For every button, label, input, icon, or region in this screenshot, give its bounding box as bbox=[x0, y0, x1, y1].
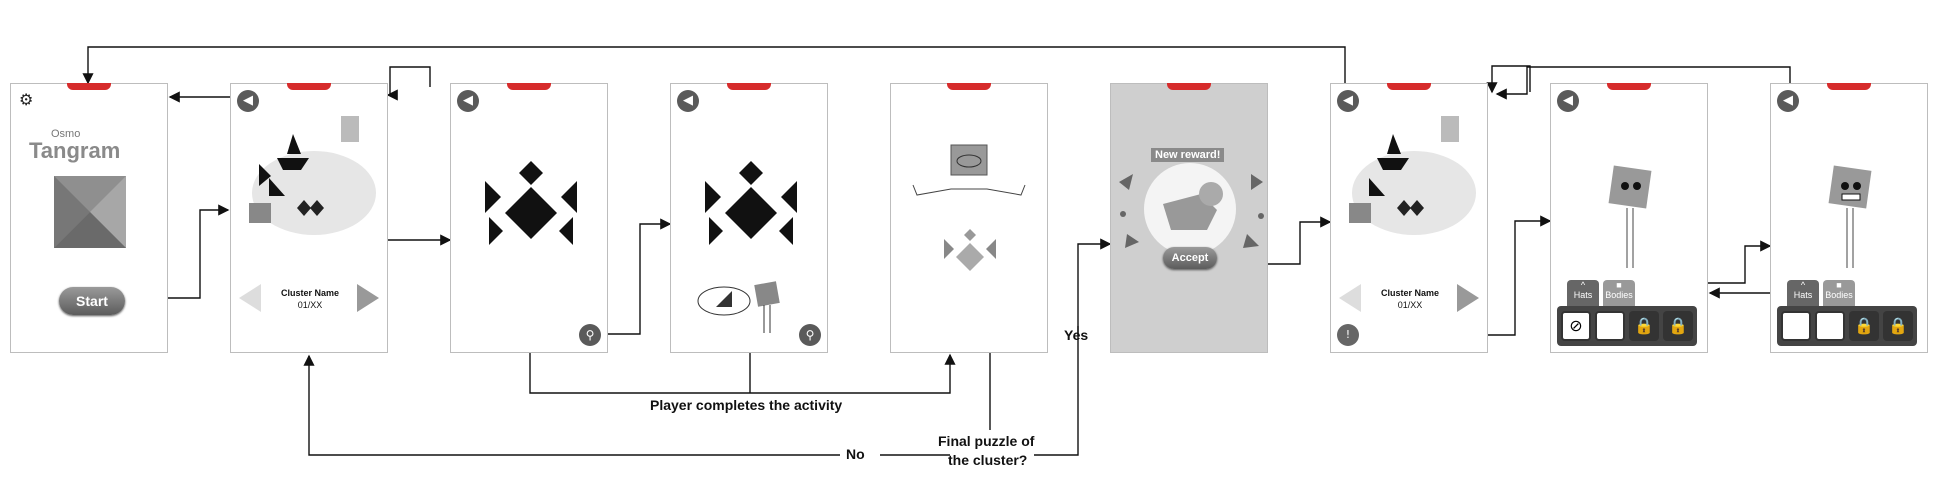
back-arrow-icon[interactable]: ◀ bbox=[1557, 90, 1579, 112]
crab-silhouette bbox=[705, 161, 797, 245]
tab-bodies[interactable]: ■Bodies bbox=[1823, 280, 1855, 306]
arrow-yes bbox=[1034, 238, 1112, 456]
tab-bodies-label: Bodies bbox=[1605, 290, 1633, 300]
tangram-logo bbox=[54, 176, 126, 248]
arrow-magnifier bbox=[590, 218, 672, 335]
cluster-name: Cluster Name bbox=[1380, 288, 1440, 298]
screen-cluster: ◀ Cluster Name 01/XX bbox=[230, 83, 388, 353]
start-button[interactable]: Start bbox=[59, 287, 125, 315]
red-tab bbox=[1167, 83, 1211, 90]
reward-notification-icon[interactable]: ! bbox=[1337, 324, 1359, 346]
screen-customize-hats: ◀ ^Hats ■Bodies ⊘ 🔒 🔒 bbox=[1550, 83, 1708, 353]
tab-hats-label: Hats bbox=[1793, 290, 1813, 300]
next-arrow-icon[interactable] bbox=[1457, 284, 1479, 312]
accept-button[interactable]: Accept bbox=[1163, 247, 1217, 269]
screen-cluster-reward: ◀ Cluster Name 01/XX ! bbox=[1330, 83, 1488, 353]
arrow-completes bbox=[529, 353, 956, 394]
label-final-puzzle: Final puzzle of bbox=[938, 433, 1035, 449]
red-tab bbox=[1607, 83, 1651, 90]
crab-silhouette bbox=[485, 161, 577, 245]
hat-icon: ^ bbox=[1580, 280, 1586, 290]
lock-icon[interactable]: 🔒 bbox=[1883, 311, 1913, 341]
item-slot-empty[interactable] bbox=[1815, 311, 1845, 341]
back-arrow-icon[interactable]: ◀ bbox=[237, 90, 259, 112]
screen-customize-bodies: ◀ ^Hats ■Bodies 🔒 🔒 bbox=[1770, 83, 1928, 353]
screen-reward: New reward! Accept bbox=[1110, 83, 1268, 353]
crab-completed bbox=[944, 229, 996, 271]
new-reward-label: New reward! bbox=[1151, 148, 1225, 162]
gear-icon[interactable]: ⚙ bbox=[19, 90, 34, 109]
cluster-name: Cluster Name bbox=[280, 288, 340, 298]
red-tab bbox=[727, 83, 771, 90]
red-tab bbox=[1827, 83, 1871, 90]
tab-hats[interactable]: ^Hats bbox=[1787, 280, 1819, 306]
character-box bbox=[912, 144, 1026, 196]
arrow-no bbox=[303, 354, 840, 456]
arrow-screen8-back bbox=[1486, 65, 1531, 94]
back-arrow-icon[interactable]: ◀ bbox=[1777, 90, 1799, 112]
label-no: No bbox=[846, 446, 865, 462]
arrow-screen3-back bbox=[386, 66, 431, 101]
cluster-scene bbox=[1349, 116, 1476, 235]
back-arrow-icon[interactable]: ◀ bbox=[457, 90, 479, 112]
lock-icon[interactable]: 🔒 bbox=[1629, 311, 1659, 341]
cluster-scene bbox=[249, 116, 376, 235]
item-slot-empty[interactable] bbox=[1781, 311, 1811, 341]
red-tab bbox=[507, 83, 551, 90]
magnifier-icon[interactable]: ⚲ bbox=[799, 324, 821, 346]
red-tab bbox=[287, 83, 331, 90]
screen-puzzle: ◀ ⚲ bbox=[450, 83, 608, 353]
cluster-count: 01/XX bbox=[297, 300, 323, 310]
screen-completed bbox=[890, 83, 1048, 353]
forbidden-icon[interactable]: ⊘ bbox=[1561, 311, 1591, 341]
body-icon: ■ bbox=[1616, 280, 1622, 290]
back-arrow-icon[interactable]: ◀ bbox=[1337, 90, 1359, 112]
tab-bodies-label: Bodies bbox=[1825, 290, 1853, 300]
label-player-completes: Player completes the activity bbox=[650, 397, 843, 413]
screen-puzzle-hint: ◀ ⚲ bbox=[670, 83, 828, 353]
brand-title: Tangram bbox=[29, 138, 121, 163]
tab-hats-label: Hats bbox=[1573, 290, 1593, 300]
prev-arrow-icon[interactable] bbox=[1339, 284, 1361, 312]
label-final-puzzle-2: the cluster? bbox=[948, 452, 1028, 468]
cluster-count: 01/XX bbox=[1397, 300, 1423, 310]
red-tab bbox=[947, 83, 991, 90]
hat-icon: ^ bbox=[1800, 280, 1806, 290]
lock-icon[interactable]: 🔒 bbox=[1849, 311, 1879, 341]
item-slot-empty[interactable] bbox=[1595, 311, 1625, 341]
reward-burst bbox=[1119, 163, 1264, 255]
brand-small: Osmo bbox=[51, 128, 81, 140]
character bbox=[1608, 165, 1652, 268]
arrow-top-loop-home bbox=[82, 46, 1346, 87]
arrow-screen9-back bbox=[1495, 66, 1791, 100]
next-arrow-icon[interactable] bbox=[357, 284, 379, 312]
lock-icon[interactable]: 🔒 bbox=[1663, 311, 1693, 341]
tab-bodies[interactable]: ■Bodies bbox=[1603, 280, 1635, 306]
red-tab bbox=[67, 83, 111, 90]
hint-character bbox=[697, 281, 780, 333]
red-tab bbox=[1387, 83, 1431, 90]
label-yes: Yes bbox=[1064, 327, 1089, 343]
prev-arrow-icon[interactable] bbox=[239, 284, 261, 312]
magnifier-icon[interactable]: ⚲ bbox=[579, 324, 601, 346]
back-arrow-icon[interactable]: ◀ bbox=[677, 90, 699, 112]
body-icon: ■ bbox=[1836, 280, 1842, 290]
screen-home: ⚙ Osmo Tangram Start bbox=[10, 83, 168, 353]
tab-hats[interactable]: ^Hats bbox=[1567, 280, 1599, 306]
character bbox=[1828, 165, 1872, 268]
